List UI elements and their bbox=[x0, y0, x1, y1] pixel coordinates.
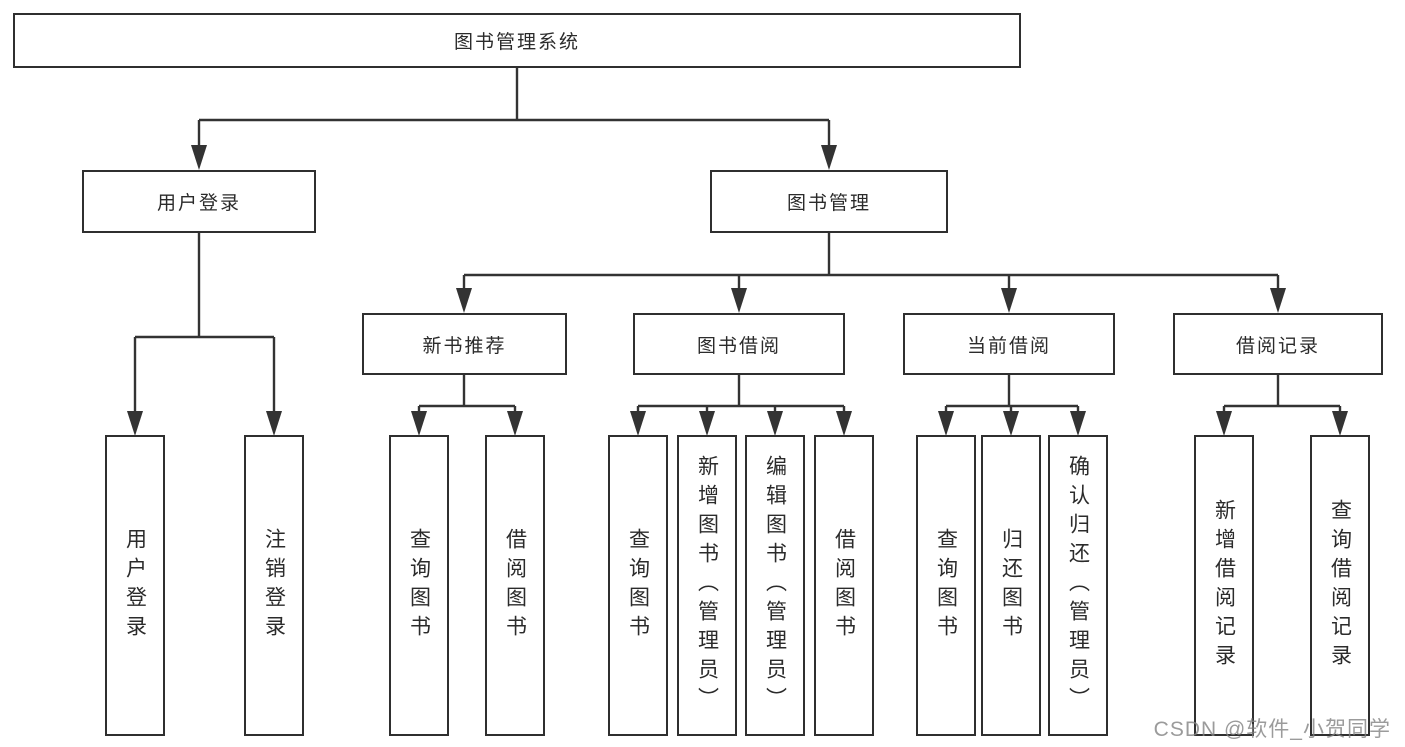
node-label: 新书推荐 bbox=[422, 335, 507, 357]
node-label: 用户登录 bbox=[156, 193, 241, 214]
leaf-add-borrow-record: 新增借阅记录 bbox=[1194, 435, 1254, 736]
node-borrow-records: 借阅记录 bbox=[1173, 313, 1383, 375]
node-user-login: 用户登录 bbox=[82, 170, 316, 233]
leaf-label: 归还图书 bbox=[999, 527, 1023, 644]
leaf-confirm-return-admin: 确认归还（管理员） bbox=[1048, 435, 1108, 736]
leaf-logout: 注销登录 bbox=[244, 435, 304, 736]
node-library-management-system: 图书管理系统 bbox=[13, 13, 1021, 68]
node-label: 图书管理系统 bbox=[453, 32, 580, 53]
leaf-edit-books-admin: 编辑图书（管理员） bbox=[745, 435, 805, 736]
node-new-book-recommend: 新书推荐 bbox=[362, 313, 567, 375]
node-book-management: 图书管理 bbox=[710, 170, 948, 233]
csdn-watermark: CSDN @软件_小贺同学 bbox=[1153, 718, 1391, 741]
leaf-query-books-recommend: 查询图书 bbox=[389, 435, 449, 736]
leaf-return-books: 归还图书 bbox=[981, 435, 1041, 736]
node-book-borrow: 图书借阅 bbox=[633, 313, 845, 375]
leaf-label: 用户登录 bbox=[123, 527, 147, 644]
leaf-label: 确认归还（管理员） bbox=[1066, 455, 1090, 716]
leaf-label: 查询图书 bbox=[934, 527, 958, 644]
leaf-label: 新增借阅记录 bbox=[1212, 498, 1236, 673]
node-current-borrow: 当前借阅 bbox=[903, 313, 1115, 375]
node-label: 图书借阅 bbox=[696, 335, 781, 357]
leaf-label: 查询借阅记录 bbox=[1328, 498, 1352, 673]
leaf-add-books-admin: 新增图书（管理员） bbox=[677, 435, 737, 736]
leaf-query-books-current: 查询图书 bbox=[916, 435, 976, 736]
leaf-user-login: 用户登录 bbox=[105, 435, 165, 736]
leaf-label: 新增图书（管理员） bbox=[695, 455, 719, 716]
node-label: 借阅记录 bbox=[1235, 335, 1320, 357]
leaf-label: 借阅图书 bbox=[832, 527, 856, 644]
leaf-query-books-borrow: 查询图书 bbox=[608, 435, 668, 736]
leaf-label: 查询图书 bbox=[626, 527, 650, 644]
leaf-borrow-books-recommend: 借阅图书 bbox=[485, 435, 545, 736]
node-label: 当前借阅 bbox=[966, 335, 1051, 357]
leaf-label: 借阅图书 bbox=[503, 527, 527, 644]
leaf-label: 编辑图书（管理员） bbox=[763, 455, 787, 716]
leaf-borrow-books: 借阅图书 bbox=[814, 435, 874, 736]
node-label: 图书管理 bbox=[786, 193, 871, 214]
leaf-label: 注销登录 bbox=[262, 527, 286, 644]
leaf-label: 查询图书 bbox=[407, 527, 431, 644]
leaf-query-borrow-record: 查询借阅记录 bbox=[1310, 435, 1370, 736]
